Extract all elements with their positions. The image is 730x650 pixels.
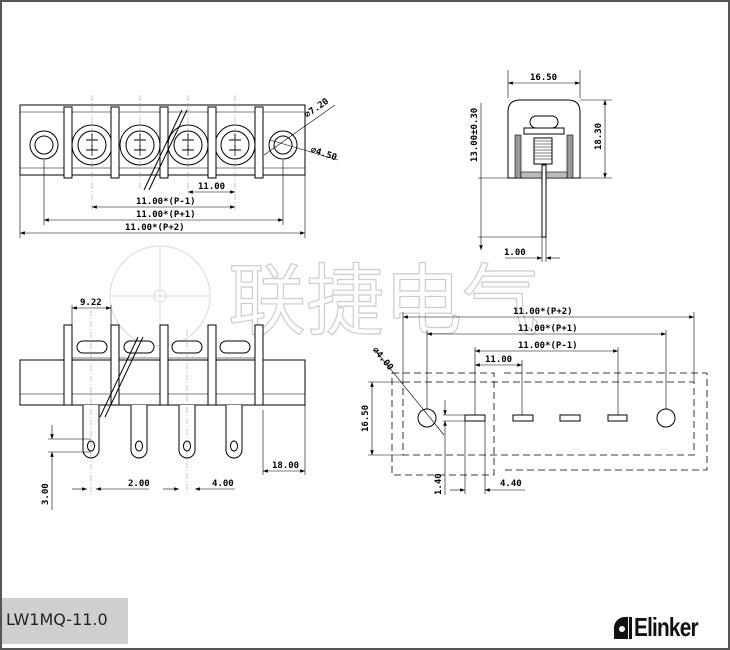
screw-heads bbox=[72, 340, 255, 359]
fp-dim-p-plus-2: 11.00*(P+2) bbox=[513, 307, 573, 317]
dim-p-plus-2: 11.00*(P+2) bbox=[125, 223, 185, 233]
dim-side-width: 16.50 bbox=[530, 73, 557, 83]
fp-dim-slot-l: 4.40 bbox=[500, 479, 522, 489]
dim-pin-thickness: 1.00 bbox=[504, 248, 526, 258]
dim-p-plus-1: 11.00*(P+1) bbox=[136, 210, 196, 220]
fp-dim-pitch: 11.00 bbox=[485, 355, 512, 365]
model-number: LW1MQ-11.0 bbox=[6, 610, 108, 629]
watermark: 联捷电气 bbox=[109, 245, 541, 348]
dim-p-minus-1: 11.00*(P-1) bbox=[136, 197, 196, 207]
fp-dim-slot-w: 1.40 bbox=[434, 473, 444, 495]
dim-pin-width2: 4.00 bbox=[212, 479, 234, 489]
dim-hole: 3.00 bbox=[41, 483, 51, 505]
model-label: LW1MQ-11.0 bbox=[2, 598, 128, 644]
dim-hole-dia: ⌀4.50 bbox=[309, 145, 338, 163]
top-view: 11.00 11.00*(P-1) 11.00*(P+1) 11.00*(P+2… bbox=[19, 95, 339, 238]
brand-logo: Elinker bbox=[612, 612, 714, 643]
watermark-text: 联捷电气 bbox=[228, 257, 540, 347]
dim-side-height: 18.30 bbox=[594, 123, 604, 150]
fp-dim-hole-dia: ⌀4.00 bbox=[370, 346, 395, 373]
logo-mark-icon bbox=[614, 616, 632, 639]
front-view: 9.22 2.00 4.00 18.00 3.00 bbox=[19, 298, 306, 510]
dim-outer-dia: ⌀7.20 bbox=[303, 97, 331, 121]
barriers bbox=[63, 106, 264, 179]
dim-end: 18.00 bbox=[272, 461, 299, 471]
fp-dim-p-minus-1: 11.00*(P-1) bbox=[518, 341, 578, 351]
dim-pitch: 11.00 bbox=[198, 182, 225, 192]
dim-pin-width: 2.00 bbox=[128, 479, 150, 489]
dim-barrier: 9.22 bbox=[80, 298, 102, 308]
brand-name: Elinker bbox=[634, 612, 699, 642]
fp-dim-depth: 16.50 bbox=[361, 405, 371, 432]
dim-pin-length: 13.00±0.30 bbox=[470, 108, 480, 162]
side-view: 16.50 18.30 13.00±0.30 1.00 bbox=[470, 70, 612, 262]
footprint-view: 11.00*(P+2) 11.00*(P+1) 11.00*(P-1) 11.0… bbox=[361, 307, 708, 495]
fp-dim-p-plus-1: 11.00*(P+1) bbox=[518, 324, 578, 334]
